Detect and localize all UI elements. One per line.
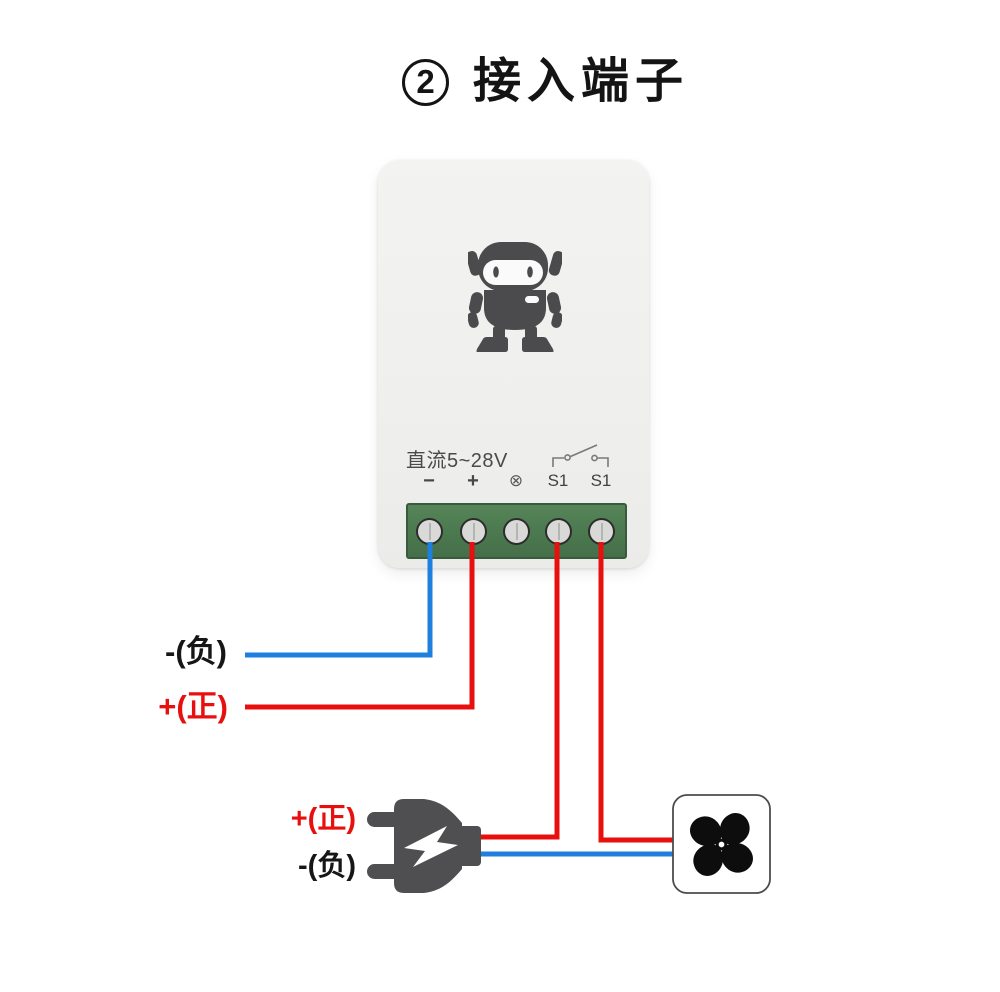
wire-plug-to-s1: [474, 542, 560, 840]
terminal-screw-minus: [416, 518, 443, 545]
terminal-block: [406, 503, 627, 559]
wire-s1-to-fan: [598, 542, 676, 843]
label-dc-positive: +(正): [158, 689, 228, 724]
controller-device: 直流5~28V − + ⊗ S1 S1: [378, 160, 649, 568]
power-rating-label: 直流5~28V: [406, 450, 508, 472]
robot-mascot-icon: [468, 242, 562, 352]
page-title: 2 接入端子: [402, 56, 689, 108]
terminal-screw-s1-a: [545, 518, 572, 545]
terminal-label-s1-a: S1: [547, 471, 569, 490]
label-plug-negative: -(负): [298, 850, 356, 882]
switch-contact-icon: [552, 444, 609, 467]
step-number-badge: 2: [402, 58, 449, 106]
label-dc-negative: -(负): [165, 634, 227, 669]
title-text: 接入端子: [473, 55, 690, 108]
terminal-screw-s1-b: [588, 518, 615, 545]
terminal-label-minus: −: [423, 470, 435, 492]
lightning-bolt-icon: [404, 826, 458, 867]
terminal-label-s1-b: S1: [590, 471, 612, 490]
terminal-label-plus: +: [467, 470, 479, 492]
power-plug-icon: [367, 799, 481, 893]
terminal-screw-plus: [460, 518, 487, 545]
fan-icon: [672, 794, 771, 894]
terminal-label-nc: ⊗: [508, 471, 524, 490]
terminal-screw-nc: [503, 518, 530, 545]
label-plug-positive: +(正): [290, 803, 356, 835]
